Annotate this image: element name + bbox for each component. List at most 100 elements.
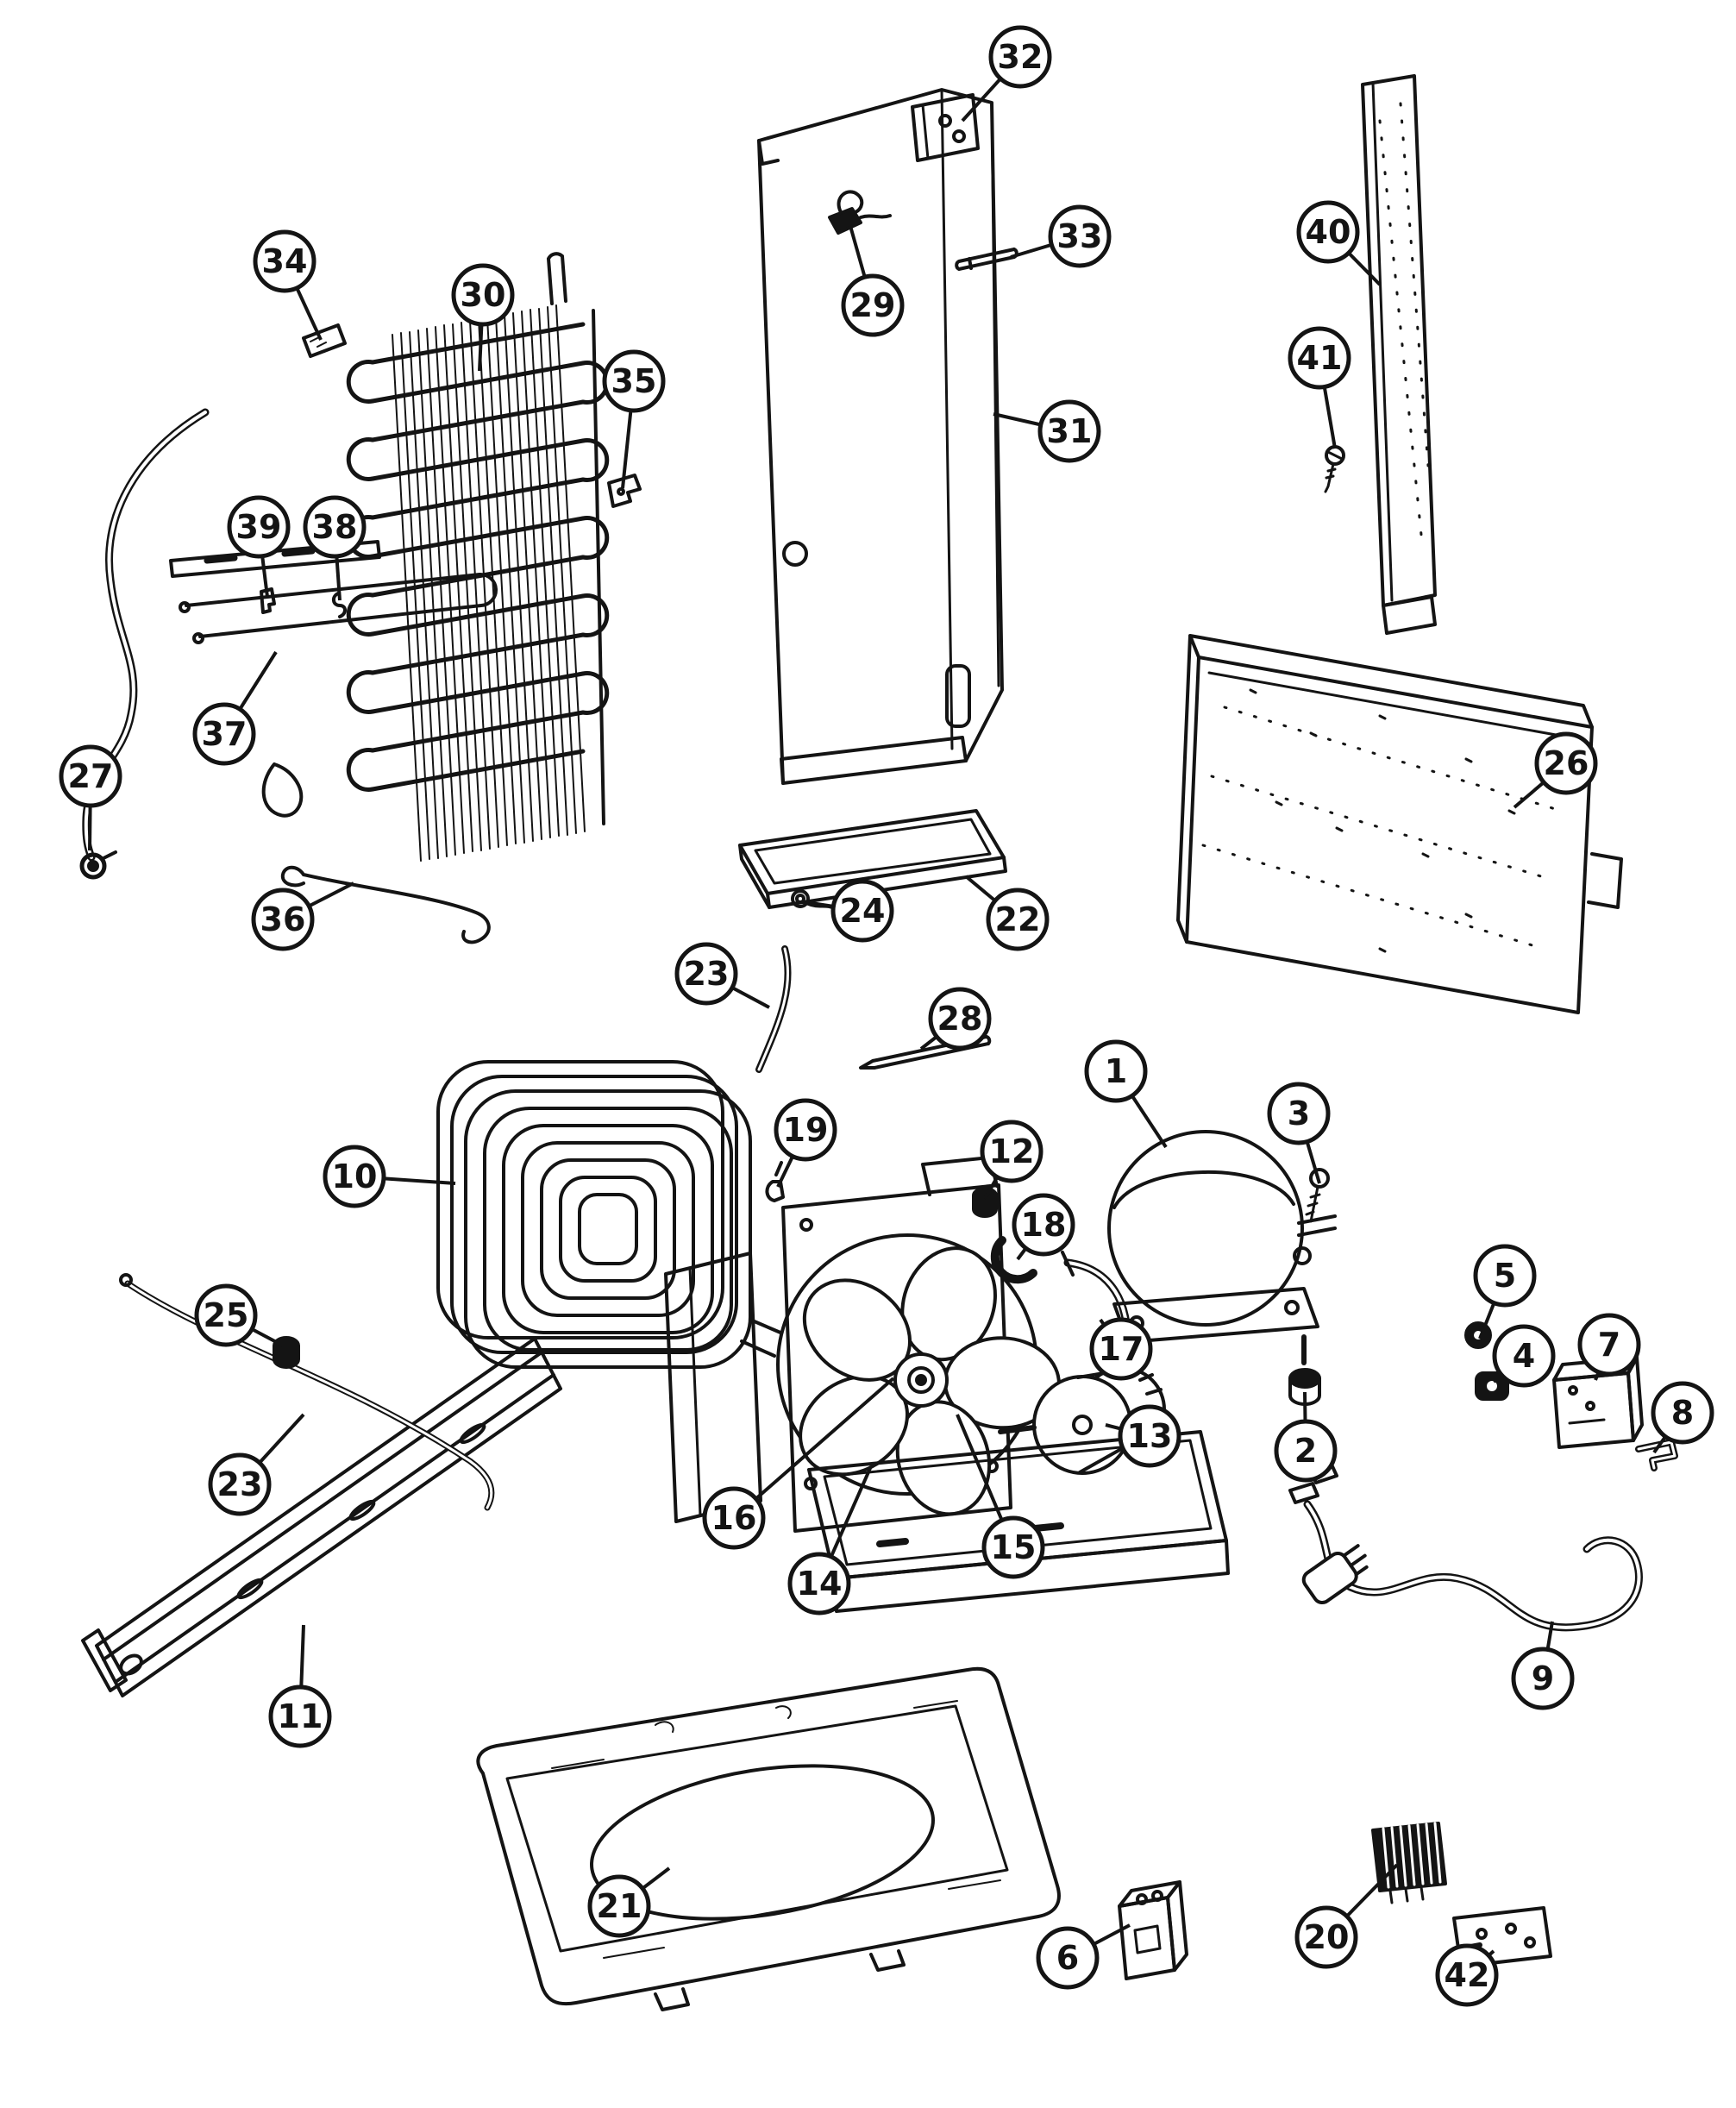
mounting-stud	[972, 1187, 998, 1218]
wire-harness	[79, 408, 210, 880]
rear-access-panel	[1176, 634, 1623, 1014]
callout-balloon	[1037, 399, 1101, 463]
callout-balloon	[988, 25, 1052, 89]
callout-balloon	[1048, 204, 1112, 268]
callout-number: 4	[1513, 1337, 1535, 1375]
callout-8: 8	[1651, 1381, 1714, 1454]
callout-balloon	[1084, 1039, 1148, 1103]
callout-4: 4	[1492, 1324, 1556, 1388]
callout-balloon	[674, 942, 738, 1006]
callout-number: 21	[597, 1887, 642, 1925]
capillary-rod	[859, 1035, 992, 1070]
plug	[1301, 1544, 1369, 1605]
callout-38: 38	[303, 495, 367, 601]
callout-9: 9	[1511, 1621, 1575, 1710]
callout-15: 15	[956, 1414, 1045, 1579]
callout-number: 14	[797, 1565, 843, 1603]
callout-balloon	[981, 1515, 1045, 1579]
callout-number: 1	[1105, 1052, 1127, 1090]
callout-25: 25	[194, 1283, 284, 1347]
callout-31: 31	[993, 399, 1101, 463]
callout-35: 35	[602, 349, 666, 489]
callout-16: 16	[702, 1377, 895, 1550]
callout-balloon	[194, 1283, 258, 1347]
hinge-pin	[955, 248, 1018, 271]
callout-number: 6	[1056, 1939, 1079, 1977]
callout-23: 23	[208, 1413, 305, 1516]
evaporator-ubends-left	[346, 360, 375, 792]
callout-number: 36	[260, 900, 306, 938]
callout-number: 37	[202, 715, 248, 753]
callout-balloon	[774, 1098, 837, 1162]
callout-number: 31	[1047, 412, 1093, 450]
callout-balloon	[1288, 326, 1351, 390]
callout-number: 26	[1544, 744, 1589, 782]
callout-number: 27	[68, 757, 114, 795]
thermostat	[828, 190, 892, 235]
compressor-grommet	[1288, 1368, 1321, 1406]
callout-balloon	[1511, 1647, 1575, 1710]
callout-balloon	[59, 744, 122, 808]
drain-tube-upper	[755, 945, 792, 1073]
callout-number: 9	[1532, 1659, 1554, 1697]
callout-number: 8	[1671, 1394, 1694, 1432]
callout-balloon	[1012, 1193, 1075, 1257]
callout-30: 30	[451, 263, 515, 372]
screw-3	[1305, 1168, 1330, 1223]
callout-24: 24	[805, 879, 894, 943]
callout-12: 12	[980, 1120, 1043, 1200]
callout-balloon	[208, 1452, 272, 1516]
callout-23: 23	[674, 942, 770, 1009]
callout-number: 35	[611, 362, 657, 400]
callout-28: 28	[919, 987, 992, 1051]
callout-balloon	[192, 702, 256, 766]
callout-number: 38	[312, 508, 358, 546]
callout-balloon	[787, 1552, 851, 1616]
mounting-bracket	[911, 93, 980, 162]
compressor	[1107, 1130, 1337, 1365]
callout-balloon	[602, 349, 666, 413]
insulation-block	[302, 323, 347, 358]
defrost-heater	[179, 572, 498, 644]
callout-number: 25	[204, 1296, 249, 1334]
callout-balloon	[1296, 200, 1360, 264]
callout-number: 34	[262, 242, 308, 280]
callout-balloon	[303, 495, 367, 559]
heater-bracket	[169, 540, 381, 578]
callout-5: 5	[1473, 1244, 1537, 1339]
callout-number: 23	[217, 1465, 263, 1503]
callout-number: 12	[989, 1132, 1035, 1170]
divider-plate	[664, 1252, 762, 1523]
callout-number: 20	[1304, 1918, 1350, 1956]
callout-10: 10	[323, 1145, 456, 1208]
callout-number: 10	[332, 1158, 378, 1195]
trim-strip	[1361, 74, 1437, 635]
callout-number: 33	[1057, 217, 1103, 255]
callout-11: 11	[268, 1624, 332, 1748]
callout-34: 34	[253, 229, 323, 341]
callout-42: 42	[1435, 1943, 1499, 2007]
callout-7: 7	[1577, 1313, 1641, 1381]
callout-36: 36	[251, 881, 354, 951]
callout-14: 14	[787, 1465, 873, 1616]
callout-19: 19	[774, 1098, 837, 1188]
callout-32: 32	[961, 25, 1052, 122]
callout-number: 24	[840, 892, 886, 930]
callout-number: 29	[850, 286, 896, 324]
callout-3: 3	[1267, 1082, 1331, 1184]
callout-balloon	[587, 1874, 651, 1938]
callout-balloon	[1473, 1244, 1537, 1308]
callout-27: 27	[59, 744, 122, 851]
clip-39	[260, 587, 276, 614]
callout-balloon	[268, 1685, 332, 1748]
callout-balloon	[253, 229, 316, 293]
callout-number: 15	[991, 1528, 1037, 1566]
callout-number: 28	[937, 1000, 983, 1038]
callout-number: 13	[1127, 1417, 1173, 1455]
rear-duct-panel	[757, 88, 1004, 785]
callout-balloon	[1435, 1943, 1499, 2007]
callout-number: 17	[1099, 1330, 1144, 1368]
condenser-coil	[436, 1060, 782, 1369]
